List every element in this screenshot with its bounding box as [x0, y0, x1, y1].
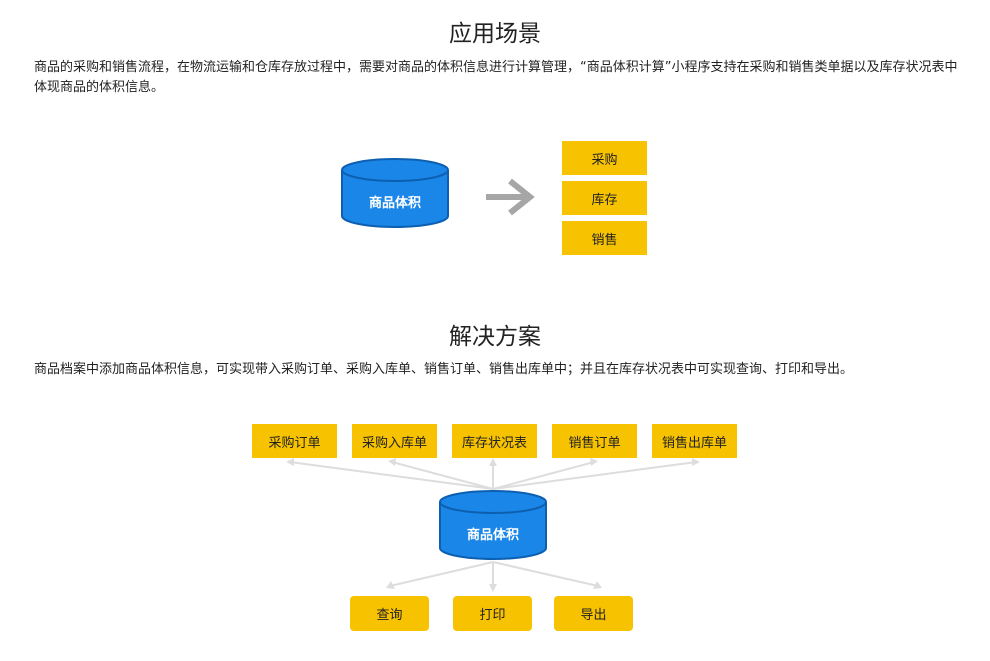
- action-box-query: 查询: [350, 596, 429, 631]
- doc-box-purchase-order: 采购订单: [252, 424, 337, 458]
- doc-box-sales-order: 销售订单: [552, 424, 637, 458]
- target-box-purchase: 采购: [562, 141, 647, 175]
- doc-box-sales-delivery: 销售出库单: [652, 424, 737, 458]
- section-description-scenario: 商品的采购和销售流程，在物流运输和仓库存放过程中，需要对商品的体积信息进行计算管…: [34, 60, 958, 95]
- section-title-scenario: 应用场景: [449, 21, 541, 47]
- section-title-solution: 解决方案: [449, 324, 541, 350]
- action-box-print: 打印: [453, 596, 532, 631]
- action-box-export: 导出: [554, 596, 633, 631]
- flow-arrow: [486, 178, 535, 216]
- doc-box-inventory-status: 库存状况表: [452, 424, 537, 458]
- connector-arrowheads: [286, 458, 700, 592]
- cylinder-label-scenario: 商品体积: [369, 195, 421, 211]
- cylinder-label-solution: 商品体积: [467, 527, 519, 543]
- volume-cylinder-solution: 商品体积: [439, 490, 547, 560]
- section-description-solution: 商品档案中添加商品体积信息，可实现带入采购订单、采购入库单、销售订单、销售出库单…: [34, 362, 854, 377]
- volume-cylinder-scenario: 商品体积: [341, 158, 449, 228]
- doc-box-purchase-receipt: 采购入库单: [352, 424, 437, 458]
- target-box-inventory: 库存: [562, 181, 647, 215]
- solution-connectors: [289, 461, 697, 588]
- target-box-sales: 销售: [562, 221, 647, 255]
